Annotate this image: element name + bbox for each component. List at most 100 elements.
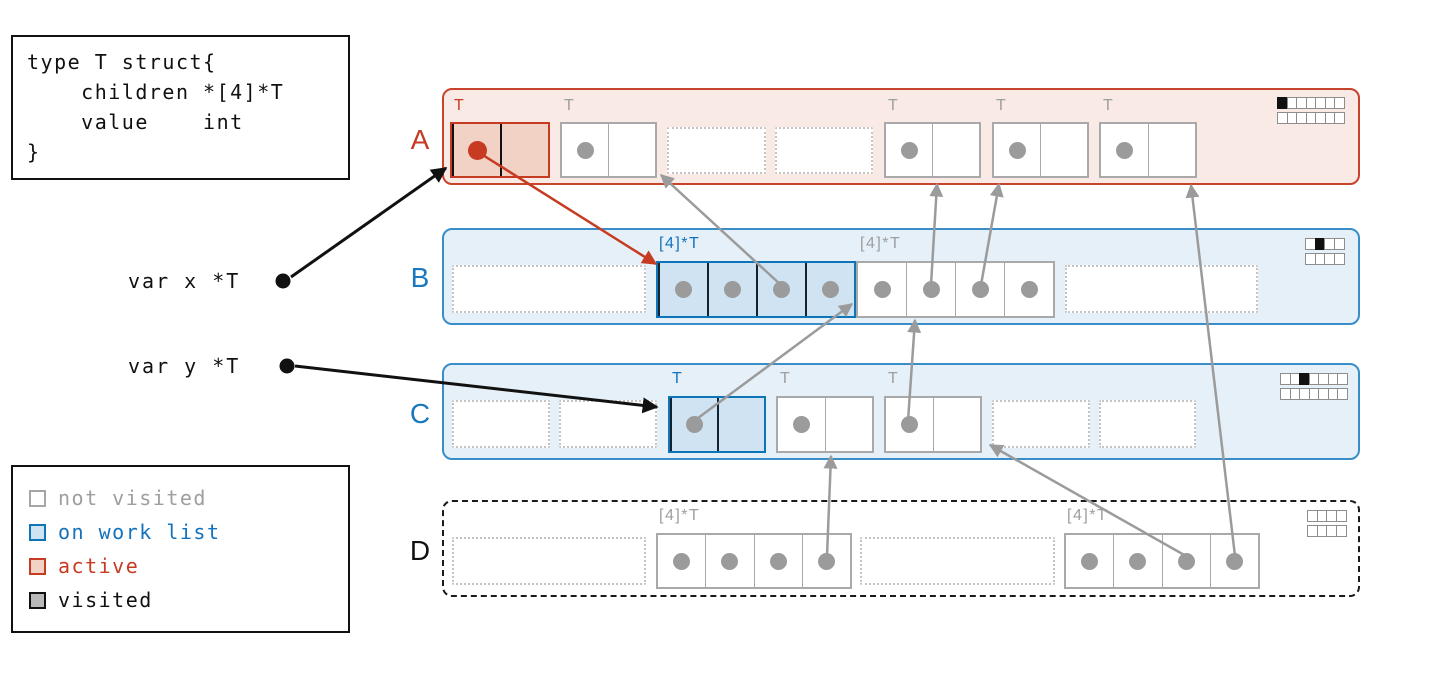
pointer-dot (1081, 552, 1099, 570)
pointer-cell (1004, 263, 1053, 316)
pointer-cell (705, 535, 753, 587)
pointer-dot (1008, 141, 1026, 159)
heap-object-a3 (884, 122, 981, 178)
pointer-dot (822, 281, 839, 298)
var-x-label: var x *T (128, 269, 241, 293)
bitmap-cell (1335, 510, 1347, 522)
value-cell (500, 124, 548, 176)
pointer-cell (994, 124, 1040, 176)
pointer-dot (900, 141, 918, 159)
var-y-pointer-dot (279, 358, 295, 374)
value-cell (932, 398, 981, 451)
pointer-dot (675, 281, 692, 298)
object-type-label: [4]*T (659, 507, 701, 524)
pointer-dot (1129, 552, 1147, 570)
pointer-dot (769, 552, 787, 570)
pointer-cell (955, 263, 1004, 316)
heap-object-a2 (560, 122, 657, 178)
object-type-label: T (1103, 97, 1115, 114)
object-type-label: T (888, 370, 900, 387)
heap-object-b2 (856, 261, 1055, 318)
pointer-dot (971, 281, 989, 298)
bitmap-cell (1337, 388, 1348, 400)
empty-slot (1099, 400, 1196, 448)
legend-label: visited (58, 588, 153, 612)
pointer-dot-red (467, 140, 487, 160)
pointer-cell (756, 263, 805, 316)
empty-slot (667, 127, 766, 174)
object-type-label: T (672, 370, 684, 387)
empty-slot (452, 537, 646, 585)
allocation-bitmap-c-icon (1280, 373, 1348, 400)
object-type-label: T (454, 97, 466, 114)
work-list-swatch-icon (29, 523, 46, 541)
pointer-dot (673, 552, 691, 570)
object-type-label: [4]*T (1067, 507, 1109, 524)
heap-object-a4 (992, 122, 1089, 178)
pointer-cell (670, 398, 717, 451)
heap-object-a5 (1099, 122, 1197, 178)
pointer-cell (778, 398, 825, 451)
pointer-dot (900, 416, 918, 433)
heap-object-c1-worklist (668, 396, 766, 453)
pointer-cell (753, 535, 802, 587)
bitmap-cell (1337, 373, 1348, 385)
pointer-cell (906, 263, 955, 316)
heap-object-c2 (776, 396, 874, 453)
not-visited-swatch-icon (29, 489, 46, 507)
heap-object-d2 (1064, 533, 1260, 589)
bitmap-cell (1335, 525, 1347, 537)
object-type-label: T (564, 97, 576, 114)
visited-swatch-icon (29, 591, 46, 609)
object-type-label: T (888, 97, 900, 114)
pointer-dot (792, 416, 810, 433)
legend-item-not-visited: not visited (29, 481, 332, 515)
value-cell (608, 124, 655, 176)
pointer-dot (922, 281, 940, 298)
bitmap-cell (1333, 253, 1345, 265)
arrow-var-x-to-a1 (290, 166, 448, 279)
code-text: type T struct{ children *[4]*T value int… (27, 50, 285, 164)
pointer-cell (1101, 124, 1148, 176)
pointer-cell (1066, 535, 1113, 587)
pointer-dot (873, 281, 891, 298)
pointer-dot (1225, 552, 1243, 570)
value-cell (717, 398, 764, 451)
heap-object-c3 (884, 396, 982, 453)
value-cell (932, 124, 979, 176)
pointer-dot (686, 416, 703, 433)
bitmap-cell (1334, 112, 1345, 124)
pointer-dot (576, 141, 594, 159)
legend-label: not visited (58, 486, 207, 510)
empty-slot (775, 127, 873, 174)
pointer-cell (805, 263, 854, 316)
allocation-bitmap-b-icon (1305, 238, 1345, 265)
span-a-label: A (410, 124, 430, 155)
pointer-cell (658, 535, 705, 587)
object-type-label: T (780, 370, 792, 387)
struct-definition-box: type T struct{ children *[4]*T value int… (11, 35, 350, 180)
empty-slot (452, 265, 646, 313)
pointer-cell (452, 124, 500, 176)
var-y-label: var y *T (128, 354, 241, 378)
pointer-dot (721, 552, 739, 570)
pointer-dot (817, 552, 835, 570)
heap-object-b1-worklist (656, 261, 856, 318)
pointer-dot (1020, 281, 1038, 298)
legend-label: on work list (58, 520, 221, 544)
span-c-label: C (409, 398, 431, 429)
pointer-cell (801, 535, 850, 587)
pointer-cell (886, 398, 933, 451)
empty-slot (559, 400, 657, 448)
object-type-label: [4]*T (860, 235, 902, 252)
value-cell (1147, 124, 1196, 176)
empty-slot (1065, 265, 1258, 313)
empty-slot (992, 400, 1090, 448)
pointer-cell (562, 124, 608, 176)
object-type-label: [4]*T (659, 235, 701, 252)
bitmap-cell (1333, 238, 1345, 250)
legend-item-active: active (29, 549, 332, 583)
var-x-pointer-dot (275, 273, 291, 289)
heap-object-a1-active (450, 122, 550, 178)
